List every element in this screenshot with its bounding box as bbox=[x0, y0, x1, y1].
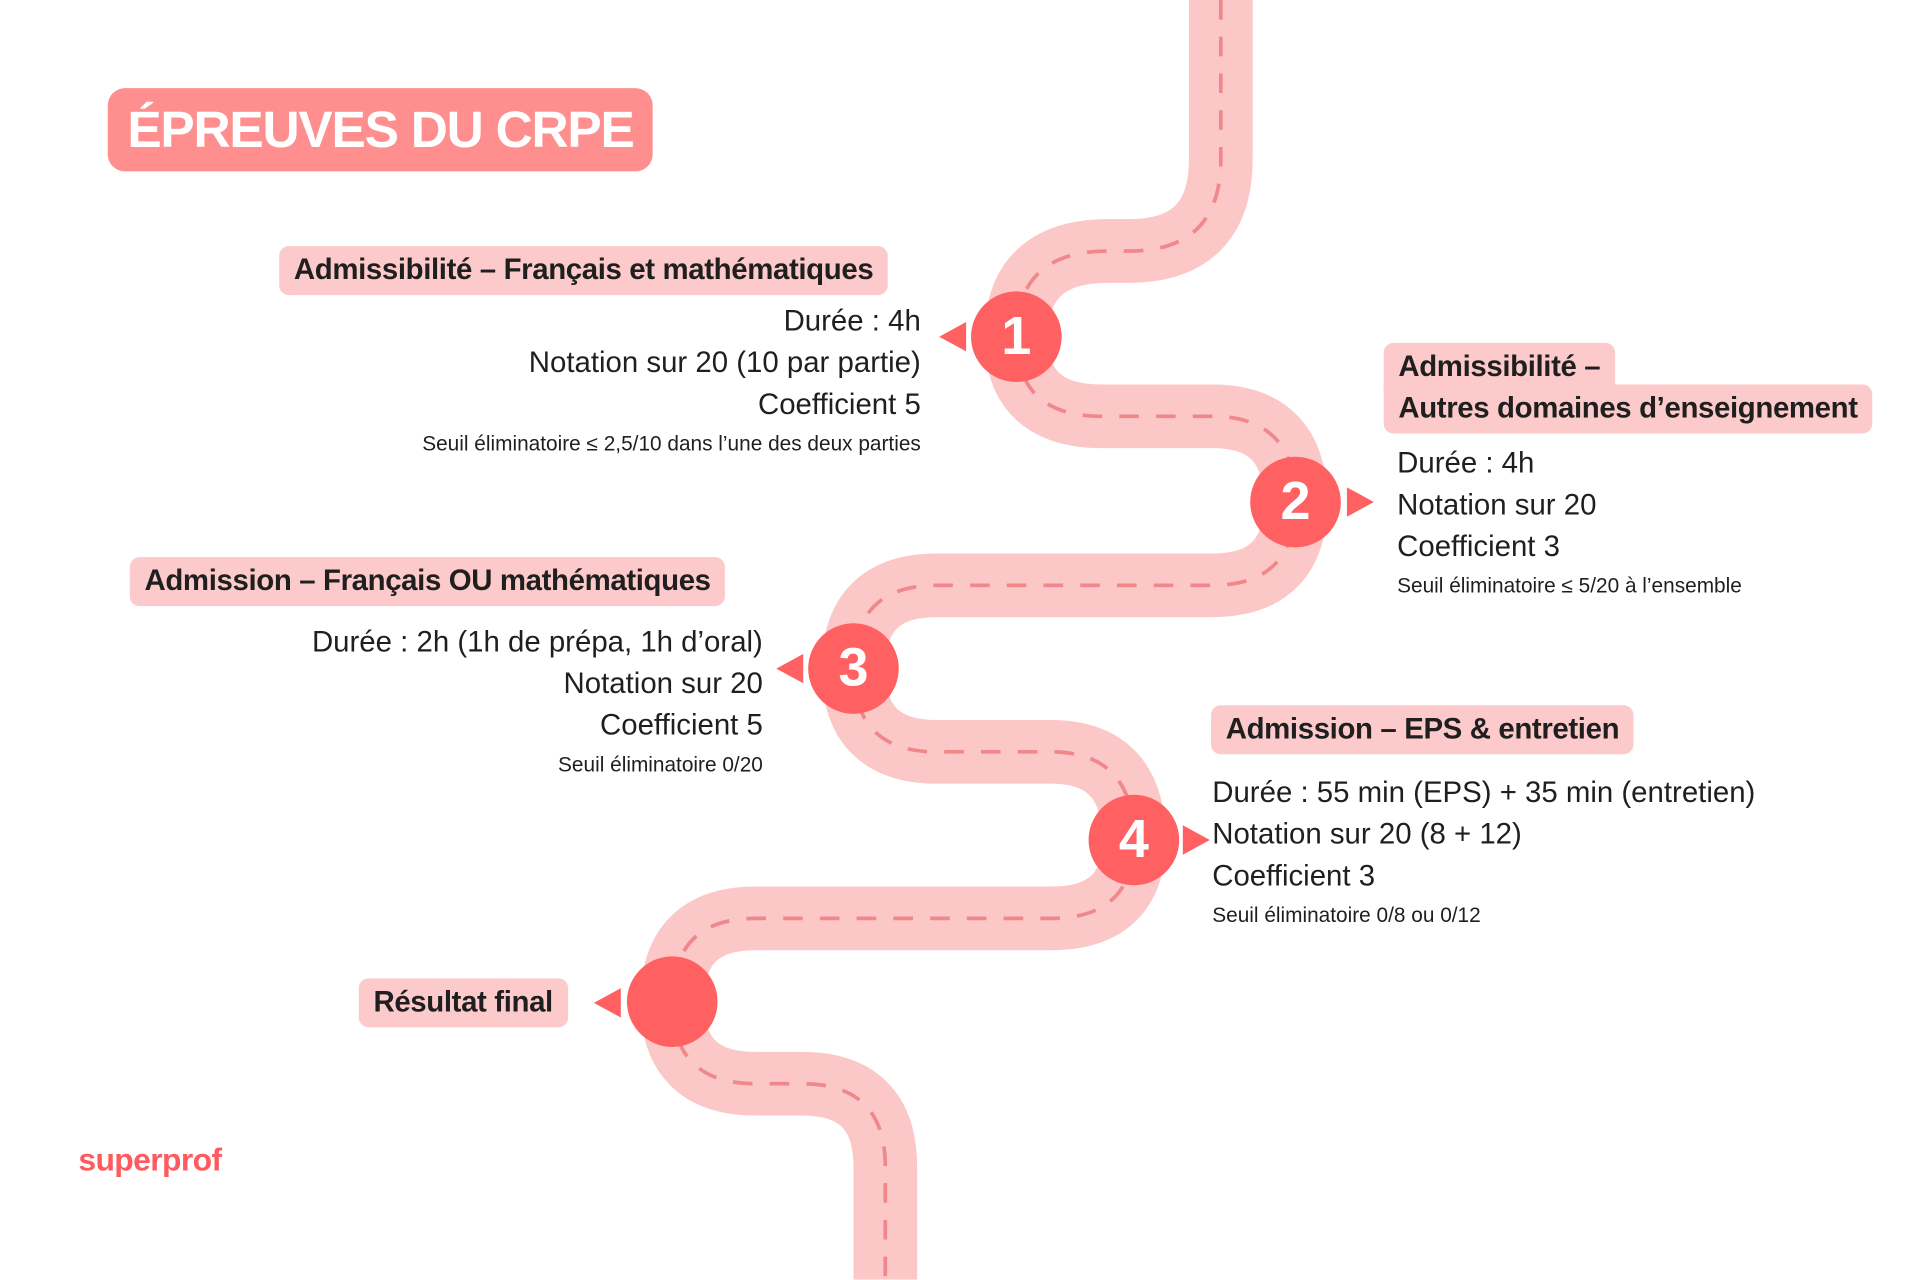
step-3-coefficient: Coefficient 5 bbox=[600, 708, 763, 743]
arrow-right-icon bbox=[1346, 487, 1374, 517]
step-2-coefficient: Coefficient 3 bbox=[1397, 530, 1560, 564]
step-3-duration: Durée : 2h (1h de prépa, 1h d’oral) bbox=[311, 625, 763, 659]
step-1-grading: Notation sur 20 (10 par partie) bbox=[528, 346, 921, 380]
page-title: ÉPREUVES DU CRPE bbox=[107, 88, 654, 172]
step-1-threshold: Seuil éliminatoire ≤ 2,5/10 dans l’une d… bbox=[422, 432, 921, 456]
step-4-duration: Durée : 55 min (EPS) + 35 min (entretien… bbox=[1212, 776, 1756, 810]
step-4-badge: 4 bbox=[1088, 794, 1180, 886]
step-4-coefficient: Coefficient 3 bbox=[1212, 859, 1376, 893]
step-3-grading: Notation sur 20 bbox=[563, 667, 763, 701]
step-2-title-line2: Autres domaines d’enseignement bbox=[1383, 384, 1873, 434]
step-3-badge: 3 bbox=[808, 623, 899, 714]
step-2-title-line1: Admissibilité – bbox=[1383, 342, 1615, 392]
superprof-logo: superprof bbox=[78, 1141, 222, 1178]
step-2-duration: Durée : 4h bbox=[1397, 446, 1535, 481]
step-1-title: Admissibilité – Français et mathématique… bbox=[279, 246, 889, 296]
step-4-details: Durée : 55 min (EPS) + 35 min (entretien… bbox=[1212, 773, 1755, 935]
step-2-threshold: Seuil éliminatoire ≤ 5/20 à l’ensemble bbox=[1397, 574, 1742, 598]
step-3-details: Durée : 2h (1h de prépa, 1h d’oral) Nota… bbox=[312, 622, 763, 784]
step-4-grading: Notation sur 20 (8 + 12) bbox=[1212, 817, 1522, 852]
step-1-badge: 1 bbox=[971, 291, 1062, 383]
step-4-threshold: Seuil éliminatoire 0/8 ou 0/12 bbox=[1212, 903, 1481, 927]
step-4-title: Admission – EPS & entretien bbox=[1211, 705, 1634, 755]
step-1-coefficient: Coefficient 5 bbox=[757, 388, 921, 422]
arrow-right-icon bbox=[1182, 825, 1210, 855]
final-result-title: Résultat final bbox=[358, 978, 568, 1028]
step-3-threshold: Seuil éliminatoire 0/20 bbox=[558, 753, 763, 777]
arrow-left-icon bbox=[593, 988, 621, 1018]
step-1-duration: Durée : 4h bbox=[783, 304, 921, 338]
final-badge bbox=[626, 956, 718, 1047]
step-2-grading: Notation sur 20 bbox=[1397, 488, 1597, 522]
step-2-badge: 2 bbox=[1250, 456, 1341, 548]
step-2-details: Durée : 4h Notation sur 20 Coefficient 3… bbox=[1397, 443, 1742, 605]
step-1-details: Durée : 4h Notation sur 20 (10 par parti… bbox=[422, 301, 921, 463]
arrow-left-icon bbox=[939, 322, 967, 352]
step-3-title: Admission – Français OU mathématiques bbox=[129, 557, 726, 607]
arrow-left-icon bbox=[776, 653, 804, 684]
